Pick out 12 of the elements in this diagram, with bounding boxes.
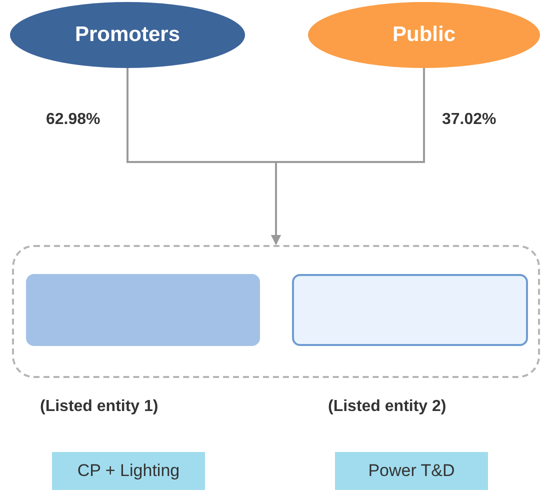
node-label: Public bbox=[392, 22, 456, 48]
node-label: Power T&D bbox=[368, 460, 455, 482]
entity-caption: (Listed entity 1) bbox=[40, 397, 158, 417]
entity-caption: (Listed entity 2) bbox=[328, 397, 446, 417]
entity-box bbox=[292, 274, 528, 346]
node-label: CP + Lighting bbox=[77, 460, 180, 482]
group-box bbox=[12, 245, 540, 378]
segment-box bbox=[335, 452, 488, 490]
node-label: Promoters bbox=[74, 22, 180, 48]
segment-box bbox=[52, 452, 205, 490]
entity-box bbox=[26, 274, 260, 346]
connector-arrow bbox=[271, 68, 425, 245]
